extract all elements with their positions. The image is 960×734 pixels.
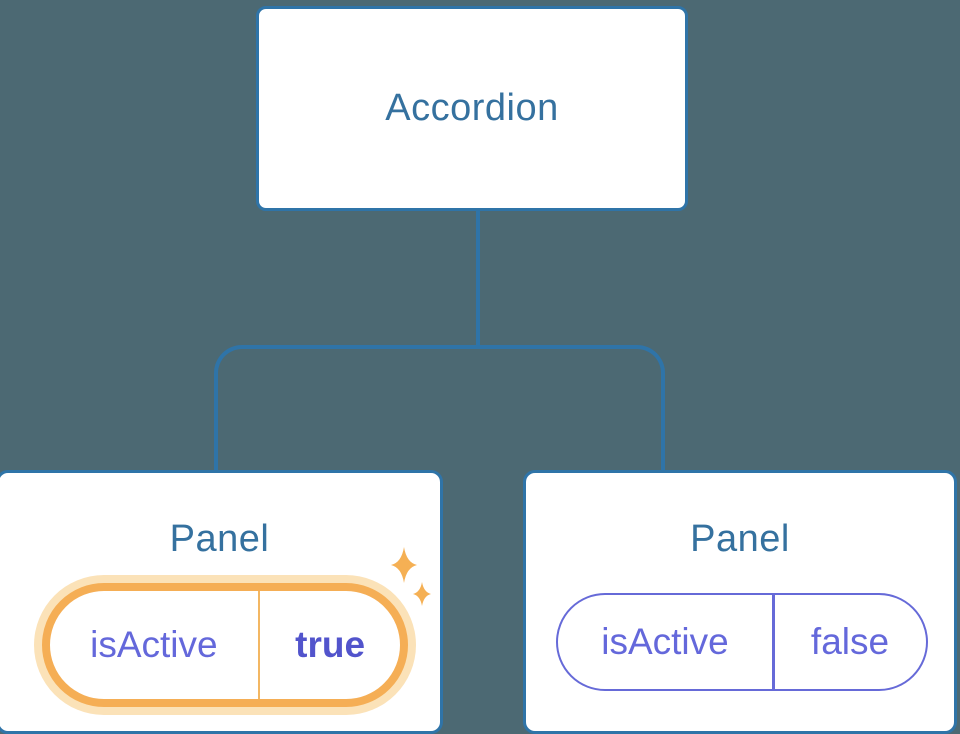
accordion-node: Accordion xyxy=(256,6,688,211)
root-connector-line xyxy=(476,209,480,347)
panel-node-active: Panel isActive true xyxy=(0,470,443,734)
state-value: true xyxy=(295,624,366,665)
pill-divider xyxy=(257,591,261,699)
state-name: isActive xyxy=(90,624,218,665)
state-pill-inactive: isActive false xyxy=(556,593,928,691)
panel-title: Panel xyxy=(690,518,790,560)
state-pill-active: isActive true xyxy=(42,583,408,707)
state-value: false xyxy=(810,621,890,662)
panel-title: Panel xyxy=(169,518,270,560)
sparkle-icon xyxy=(378,544,438,610)
state-name: isActive xyxy=(601,621,729,662)
pill-divider xyxy=(772,595,775,689)
children-connector-bracket xyxy=(214,345,665,472)
accordion-node-label: Accordion xyxy=(385,87,559,129)
panel-node-inactive: Panel isActive false xyxy=(523,470,957,734)
